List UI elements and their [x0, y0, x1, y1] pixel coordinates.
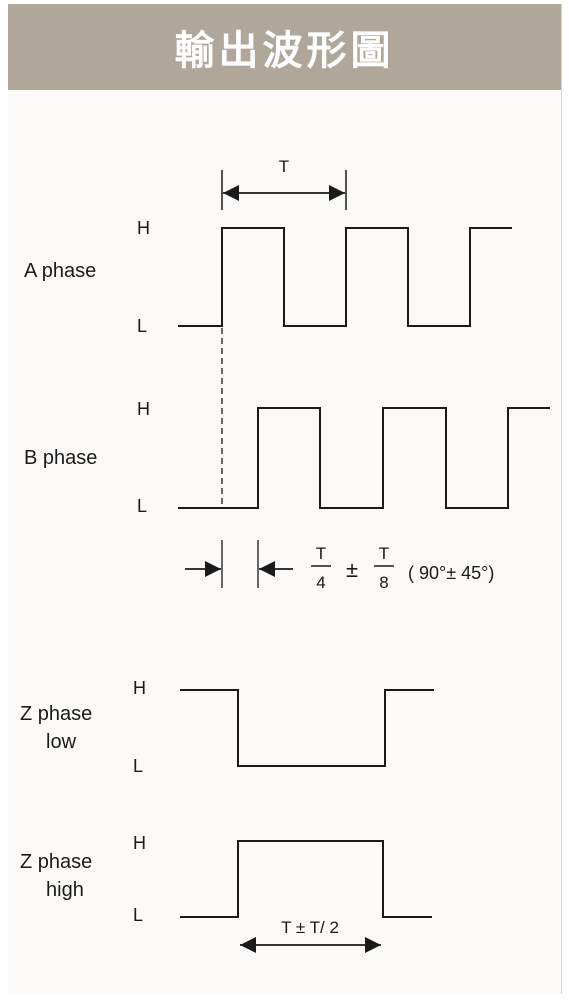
b-phase-waveform [178, 407, 550, 509]
a-phase-waveform [178, 227, 512, 327]
z-high-low: L [133, 905, 143, 925]
period-label: T [279, 157, 289, 176]
z-low-high: H [133, 678, 146, 698]
z-low-low: L [133, 756, 143, 776]
b-phase-label: B phase [24, 447, 97, 469]
z-low-label-line2: low [46, 731, 77, 753]
a-phase-high: H [137, 218, 150, 238]
z-high-label-line1: Z phase [20, 851, 92, 873]
z-low-label-line1: Z phase [20, 703, 92, 725]
shift-fraction1-denominator: 4 [316, 573, 325, 592]
shift-fraction2-numerator: T [379, 544, 389, 563]
z-width-label: T ± T/ 2 [281, 918, 339, 937]
shift-plus-minus: ± [346, 557, 358, 582]
shift-fraction2-denominator: 8 [379, 573, 388, 592]
z-high-label-line2: high [46, 879, 84, 901]
z-high-high: H [133, 833, 146, 853]
z-phase-high-waveform [180, 840, 432, 918]
a-phase-label: A phase [24, 260, 96, 282]
b-phase-high: H [137, 399, 150, 419]
page-title: 輸出波形圖 [174, 28, 395, 74]
page: 輸出波形圖 [8, 4, 562, 994]
b-phase-low: L [137, 496, 147, 516]
header-banner: 輸出波形圖 [8, 4, 561, 90]
z-phase-low-waveform [180, 689, 434, 767]
shift-degrees-label: ( 90°± 45°) [408, 563, 494, 583]
shift-fraction1-numerator: T [316, 544, 326, 563]
a-phase-low: L [137, 316, 147, 336]
